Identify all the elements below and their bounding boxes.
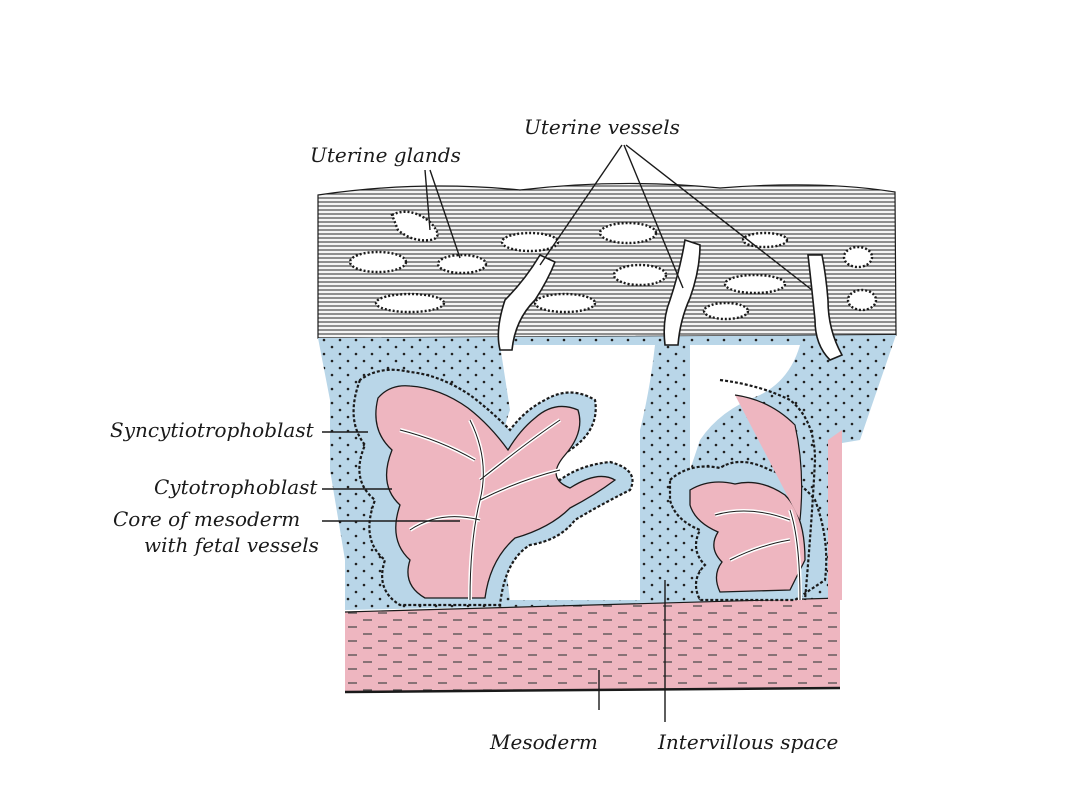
label-uterine-vessels: Uterine vessels bbox=[524, 115, 680, 139]
uterine-glands-group bbox=[348, 210, 878, 321]
label-syncytiotrophoblast: Syncytiotrophoblast bbox=[110, 418, 315, 442]
villous-tree-right bbox=[668, 378, 828, 602]
label-uterine-glands: Uterine glands bbox=[310, 143, 461, 167]
leader-uterine-glands-1 bbox=[424, 169, 431, 231]
uterine-vessels bbox=[497, 238, 844, 361]
label-core-of-mesoderm: Core of mesoderm bbox=[113, 507, 300, 531]
leader-lines bbox=[322, 144, 813, 722]
leader-uterine-vessels-2 bbox=[623, 144, 684, 289]
villous-tree-left bbox=[352, 368, 634, 607]
leader-uterine-vessels-3 bbox=[625, 144, 813, 291]
leader-uterine-glands-2 bbox=[429, 169, 461, 259]
label-mesoderm: Mesoderm bbox=[489, 730, 598, 754]
label-with-fetal-vessels: with fetal vessels bbox=[144, 533, 319, 557]
label-cytotrophoblast: Cytotrophoblast bbox=[154, 475, 318, 499]
leader-uterine-vessels-1 bbox=[539, 144, 623, 266]
mesoderm-layer bbox=[345, 598, 840, 692]
decidua-layer bbox=[317, 182, 897, 339]
label-intervillous-space: Intervillous space bbox=[657, 730, 838, 754]
